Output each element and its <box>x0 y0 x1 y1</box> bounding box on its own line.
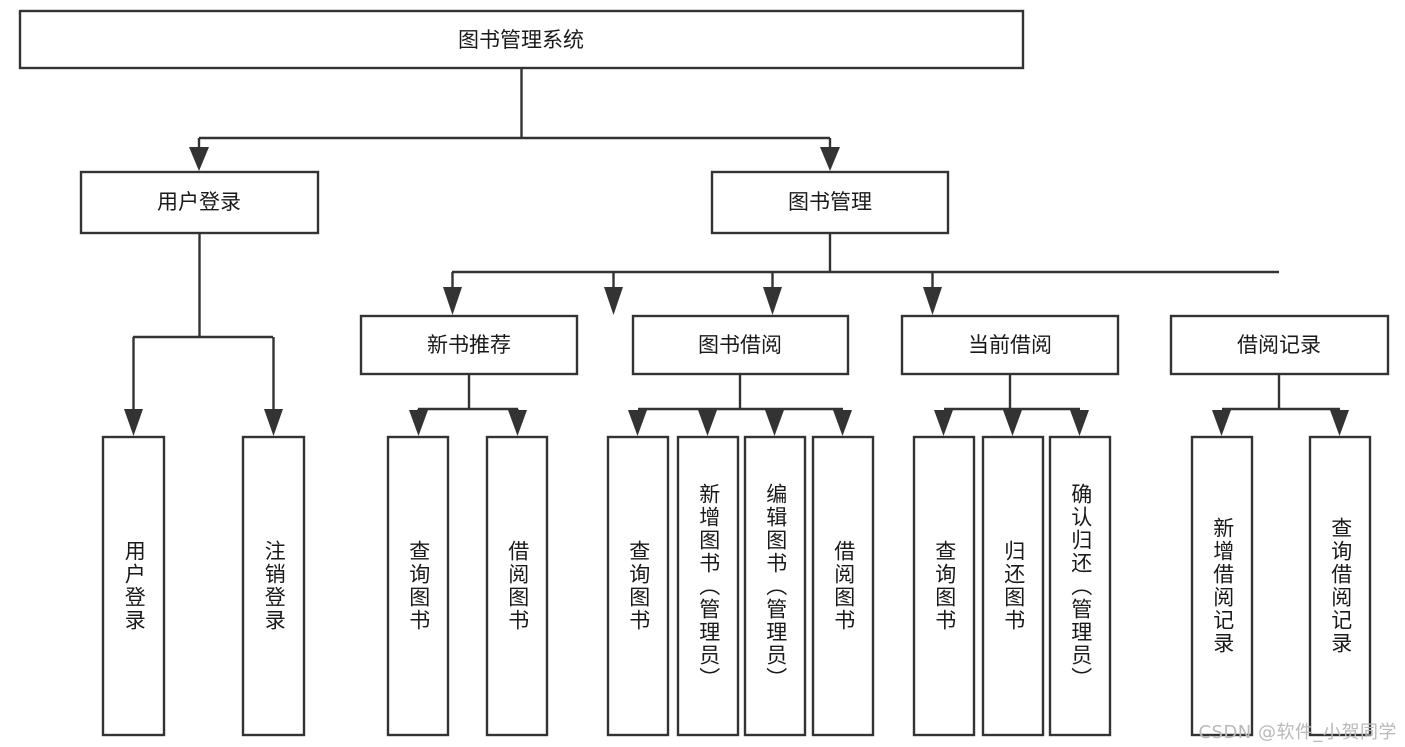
node-box-leaf-9[interactable] <box>981 435 1045 737</box>
node-box-book-manage[interactable] <box>710 170 950 235</box>
arrow-borrow-leaf-2 <box>698 410 717 436</box>
node-label-leaf-10: 确认归还（管理员） <box>1068 482 1093 690</box>
node-box-borrow-record[interactable] <box>1169 314 1390 376</box>
node-box-leaf-11[interactable] <box>1190 435 1254 737</box>
arrow-userlogin-leaf-2 <box>264 409 283 436</box>
arrow-borrow-leaf-1 <box>628 410 647 436</box>
arrow-bookmanage-borrow <box>604 287 623 315</box>
node-box-leaf-10[interactable] <box>1048 435 1112 737</box>
arrow-bookmanage-newbook <box>443 287 462 315</box>
arrow-bookmanage-current <box>763 287 782 315</box>
arrow-current-leaf-2 <box>1003 410 1022 436</box>
node-label-current-borrow: 当前借阅 <box>968 333 1052 357</box>
node-label-leaf-6: 编辑图书（管理员） <box>763 482 788 690</box>
node-label-leaf-5: 新增图书（管理员） <box>696 482 721 690</box>
node-label-book-borrow: 图书借阅 <box>698 333 782 357</box>
arrow-borrow-leaf-4 <box>833 410 852 436</box>
node-box-leaf-1[interactable] <box>241 435 306 737</box>
edges-group <box>124 68 1349 436</box>
node-label-user-login: 用户登录 <box>157 190 241 214</box>
node-box-book-borrow[interactable] <box>631 314 850 376</box>
node-box-leaf-4[interactable] <box>606 435 670 737</box>
arrow-record-leaf-1 <box>1212 410 1231 436</box>
arrow-newbook-leaf-1 <box>409 410 428 436</box>
node-box-user-login[interactable] <box>79 170 320 235</box>
node-label-leaf-2: 查询图书 <box>406 540 431 632</box>
watermark-text: CSDN @软件_小贺同学 <box>1198 722 1397 743</box>
node-box-leaf-0[interactable] <box>101 435 166 737</box>
node-box-leaf-3[interactable] <box>485 435 549 737</box>
node-label-leaf-9: 归还图书 <box>1001 540 1026 632</box>
node-box-root[interactable] <box>18 9 1025 70</box>
node-box-leaf-2[interactable] <box>386 435 450 737</box>
arrow-root-to-user-login <box>189 147 209 171</box>
node-label-borrow-record: 借阅记录 <box>1237 333 1321 357</box>
node-box-leaf-8[interactable] <box>912 435 976 737</box>
arrow-root-to-book-manage <box>820 147 840 171</box>
node-box-leaf-5[interactable] <box>676 435 740 737</box>
node-label-leaf-4: 查询图书 <box>626 540 651 632</box>
node-box-new-book-recommend[interactable] <box>359 314 579 376</box>
node-label-leaf-11: 新增借阅记录 <box>1210 517 1235 655</box>
node-label-leaf-3: 借阅图书 <box>505 540 530 632</box>
arrow-borrow-leaf-3 <box>765 410 784 436</box>
node-box-leaf-7[interactable] <box>811 435 875 737</box>
arrow-record-leaf-2 <box>1330 410 1349 436</box>
arrow-bookmanage-record <box>923 287 942 315</box>
node-label-leaf-12: 查询借阅记录 <box>1328 517 1353 655</box>
node-label-new-book-recommend: 新书推荐 <box>427 333 511 357</box>
node-label-leaf-0: 用户登录 <box>122 540 147 632</box>
node-box-current-borrow[interactable] <box>900 314 1120 376</box>
node-box-leaf-6[interactable] <box>743 435 807 737</box>
arrow-current-leaf-1 <box>934 410 953 436</box>
arrow-current-leaf-3 <box>1070 410 1089 436</box>
node-label-root: 图书管理系统 <box>458 28 584 52</box>
node-label-leaf-7: 借阅图书 <box>831 540 856 632</box>
node-label-leaf-1: 注销登录 <box>262 540 287 632</box>
node-label-leaf-8: 查询图书 <box>932 540 957 632</box>
node-label-book-manage: 图书管理 <box>788 190 872 214</box>
arrow-userlogin-leaf-1 <box>124 409 143 436</box>
arrow-newbook-leaf-2 <box>508 410 527 436</box>
nodes-group: 图书管理系统 用户登录 图书管理 新书推荐 图书借阅 当前借阅 借阅记录 <box>18 9 1390 737</box>
node-box-leaf-12[interactable] <box>1308 435 1372 737</box>
